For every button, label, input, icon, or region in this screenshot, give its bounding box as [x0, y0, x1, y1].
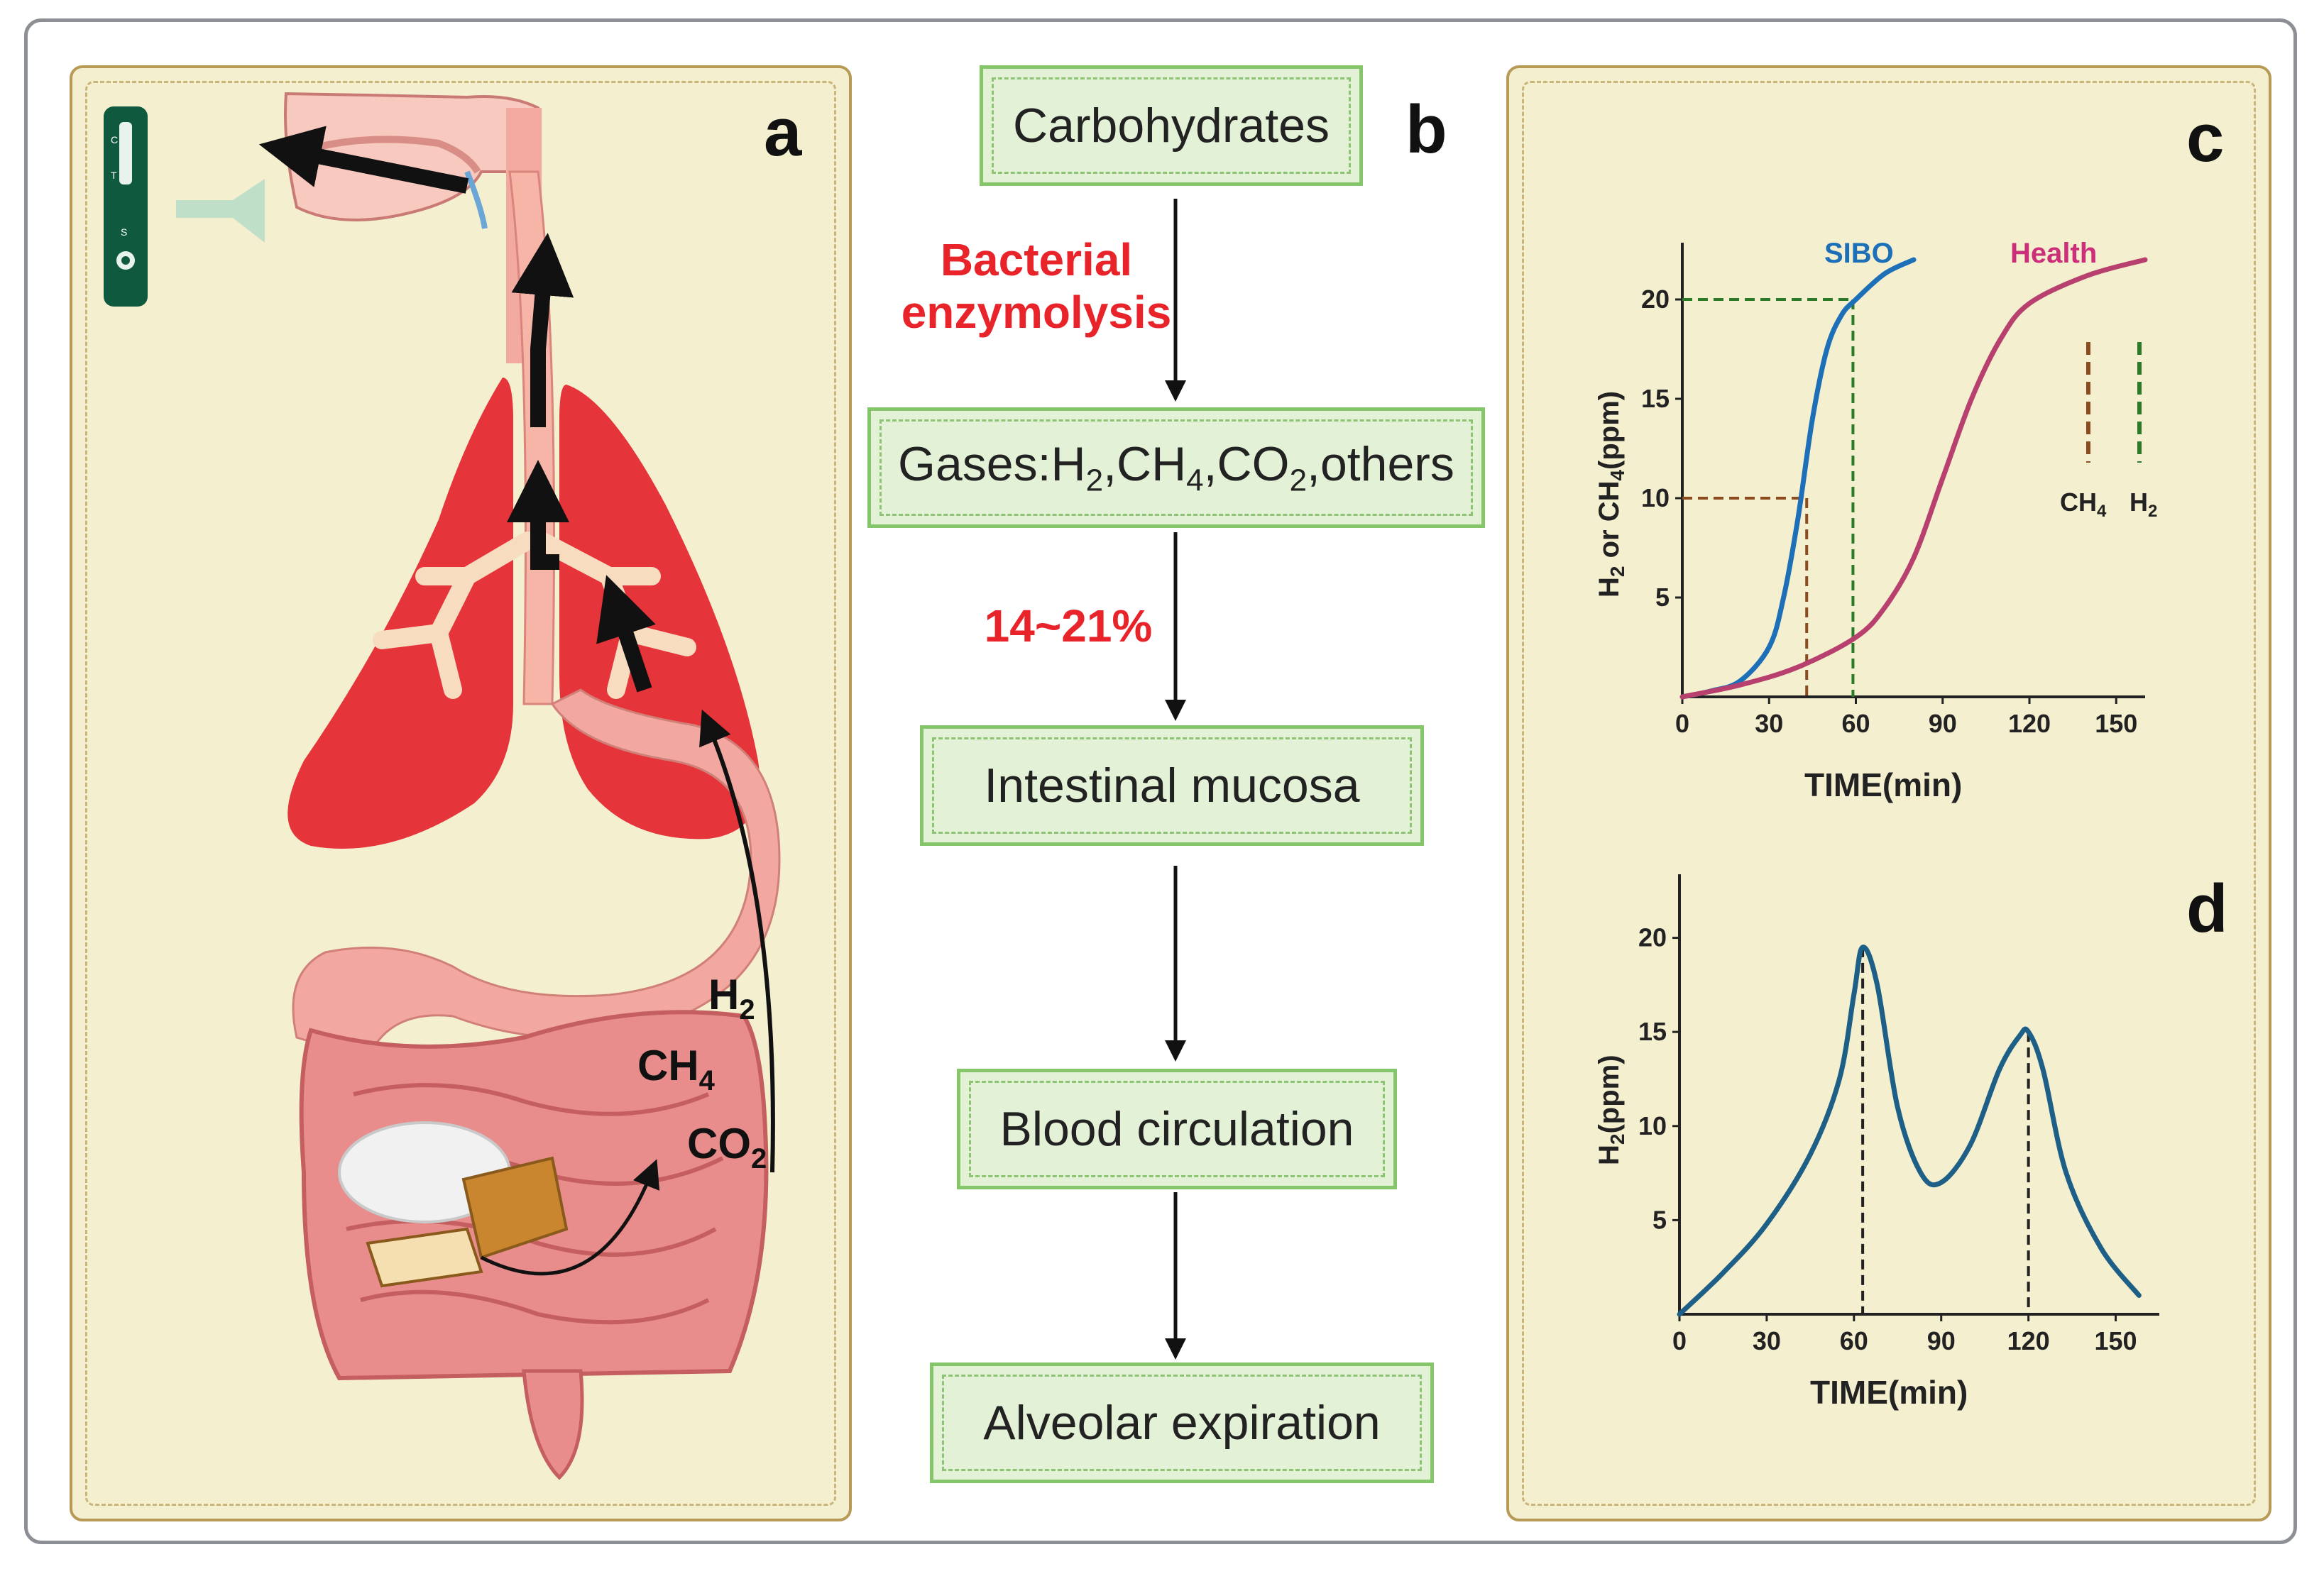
series-line-health	[1679, 257, 2148, 700]
note-percentage: 14~21%	[984, 600, 1153, 651]
x-tick-label: 30	[1755, 709, 1783, 738]
panel-label-b: b	[1405, 92, 1447, 167]
x-tick-label: 150	[2095, 709, 2137, 738]
y-tick-label: 15	[1641, 384, 1670, 413]
x-tick-label: 120	[2008, 709, 2051, 738]
stomach-illustration	[292, 688, 781, 1060]
anatomy-illustration: C T S H2 CH4 CO2	[104, 92, 781, 1480]
x-tick-label: 60	[1841, 709, 1870, 738]
chart-c: 0 30 60 90 120 150 5 10 15 20 SIBO Health TIME(mi…	[1594, 238, 2157, 803]
panel-label-d: d	[2186, 871, 2228, 947]
food-rice-bread-icon	[338, 1121, 569, 1288]
panel-cd	[1506, 65, 2271, 1521]
flow-step-alveolar-expiration: Alveolar expiration	[930, 1362, 1434, 1483]
esophagus-illustration	[508, 170, 555, 705]
gas-flow-arrows	[258, 126, 775, 1276]
y-tick-label: 5	[1652, 1205, 1667, 1234]
svg-text:S: S	[121, 226, 127, 238]
panel-label-a: a	[764, 94, 802, 170]
svg-text:T: T	[111, 170, 117, 181]
y-tick-label: 20	[1638, 923, 1667, 952]
note-bacterial-enzymolysis: Bacterial enzymolysis	[901, 234, 1172, 338]
y-tick-label: 10	[1638, 1111, 1667, 1140]
panel-label-c: c	[2186, 100, 2225, 176]
x-tick-label: 0	[1675, 709, 1689, 738]
chart-c-legend-h2: H2	[2130, 488, 2157, 521]
y-tick-label: 5	[1655, 583, 1670, 612]
chart-d-y-title: H2(ppm)	[1594, 1055, 1628, 1165]
x-tick-label: 90	[1927, 1326, 1956, 1355]
chart-c-series-label-health: Health	[2010, 238, 2097, 269]
gas-label-co2: CO2	[687, 1120, 767, 1174]
y-tick-label: 20	[1641, 285, 1670, 314]
gas-label-ch4: CH4	[637, 1042, 716, 1096]
chart-c-x-title: TIME(min)	[1804, 766, 1962, 803]
x-tick-label: 0	[1672, 1326, 1687, 1355]
gas-label-h2: H2	[708, 971, 755, 1025]
lungs-illustration	[287, 378, 760, 849]
x-tick-label: 60	[1840, 1326, 1868, 1355]
chart-c-series-label-sibo: SIBO	[1824, 238, 1894, 269]
y-tick-label: 15	[1638, 1017, 1667, 1046]
series-line-sibo	[1679, 257, 1917, 700]
chart-c-legend-ch4: CH4	[2060, 488, 2107, 521]
flow-step-gases: Gases:H2,CH4,CO2,others	[867, 407, 1485, 528]
x-tick-label: 120	[2007, 1326, 2050, 1355]
chart-c-y-title: H2 or CH4(ppm)	[1594, 391, 1628, 598]
flow-step-intestinal-mucosa: Intestinal mucosa	[920, 725, 1424, 846]
flow-step-blood-circulation: Blood circulation	[957, 1069, 1397, 1189]
x-tick-label: 30	[1753, 1326, 1781, 1355]
breath-test-device-icon: C T S	[104, 106, 265, 307]
chart-d-x-title: TIME(min)	[1810, 1374, 1968, 1411]
x-tick-label: 90	[1929, 709, 1957, 738]
flow-arrows	[1165, 199, 1186, 1360]
chart-d: 0 30 60 90 120 150 5 10 15 20 TIME(min) H2(ppm)	[1594, 874, 2159, 1411]
flow-step-carbohydrates: Carbohydrates	[980, 65, 1363, 186]
x-tick-label: 150	[2095, 1326, 2137, 1355]
svg-text:C: C	[111, 134, 118, 145]
series-line	[1677, 945, 2142, 1317]
y-tick-label: 10	[1641, 483, 1670, 512]
